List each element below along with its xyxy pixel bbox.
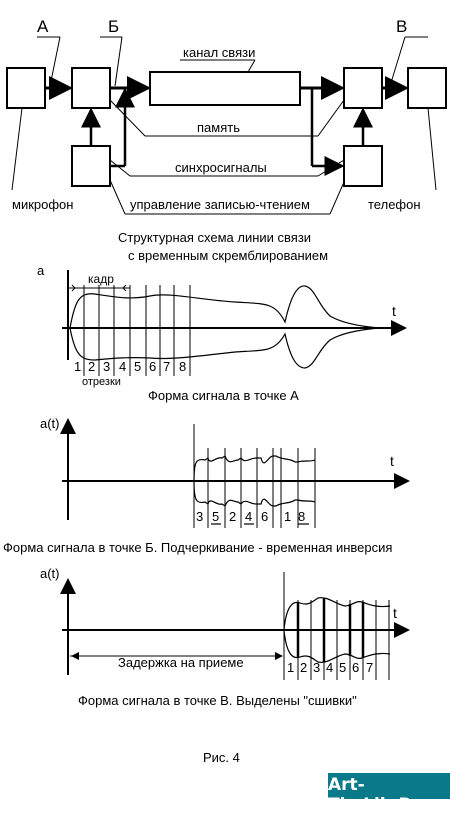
graph-v-stitches xyxy=(296,598,365,662)
telephone-block xyxy=(407,67,447,109)
graph-b-seg-1: 3 xyxy=(196,509,203,524)
graph-b-seg-5: 6 xyxy=(261,509,268,524)
graph-b-y-label: a(t) xyxy=(40,416,60,431)
graph-v-caption: Форма сигнала в точке В. Выделены "сшивк… xyxy=(78,693,357,708)
graph-b-x-label: t xyxy=(390,453,394,469)
graph-a-seg-8: 8 xyxy=(179,359,186,374)
graph-v-seg-1: 1 xyxy=(287,660,294,675)
graph-a-frame-label: кадр xyxy=(88,272,114,286)
graph-a-seg-4: 4 xyxy=(119,359,126,374)
graph-b-caption: Форма сигнала в точке Б. Подчеркивание -… xyxy=(3,540,392,555)
graph-a-y-label: a xyxy=(37,263,45,278)
graph-b-seg-3: 2 xyxy=(229,509,236,524)
microphone-block xyxy=(6,67,46,109)
graph-v-seg-6: 6 xyxy=(352,660,359,675)
channel-block xyxy=(149,71,301,106)
graph-a-segments-label: отрезки xyxy=(82,376,121,388)
diagram-caption-line1: Структурная схема линии связи xyxy=(118,230,311,245)
scrambler-block xyxy=(71,67,111,109)
graph-point-v: a(t) t Задержка на приеме 1 2 3 4 xyxy=(40,566,410,708)
graph-a-dividers xyxy=(83,285,191,376)
graph-v-seg-5: 5 xyxy=(339,660,346,675)
channel-label: канал связи xyxy=(183,45,255,60)
graph-b-dividers xyxy=(193,424,316,528)
graph-v-y-label: a(t) xyxy=(40,566,60,581)
sync-block-right xyxy=(343,145,383,187)
point-label-v: В xyxy=(396,17,407,36)
sync-block-left xyxy=(71,145,111,187)
graph-a-seg-7: 7 xyxy=(163,359,170,374)
point-label-b: Б xyxy=(108,17,119,36)
point-label-a: А xyxy=(37,17,49,36)
graph-a-seg-1: 1 xyxy=(74,359,81,374)
block-diagram: А Б В канал связи память синхросигналы у… xyxy=(6,17,447,263)
graph-a-caption: Форма сигнала в точке А xyxy=(148,388,299,403)
graph-b-seg-6: 1 xyxy=(284,509,291,524)
graph-a-seg-3: 3 xyxy=(103,359,110,374)
graph-point-a: a t кадр 1 2 3 4 5 6 7 8 отрезки xyxy=(37,263,407,403)
graph-v-seg-7: 7 xyxy=(366,660,373,675)
graph-b-seg-2: 5 xyxy=(212,509,219,524)
graph-b-seg-4: 4 xyxy=(245,509,252,524)
graph-a-seg-6: 6 xyxy=(149,359,156,374)
figure-label: Рис. 4 xyxy=(203,750,240,765)
control-label: управление записью-чтением xyxy=(130,197,310,212)
graph-b-seg-7: 8 xyxy=(298,509,305,524)
telephone-label: телефон xyxy=(368,197,421,212)
sync-label: синхросигналы xyxy=(175,160,267,175)
graph-a-seg-5: 5 xyxy=(134,359,141,374)
watermark-logo: Art-TheLib.Ru xyxy=(328,773,450,815)
microphone-label: микрофон xyxy=(12,197,73,212)
graph-v-delay-label: Задержка на приеме xyxy=(118,655,244,670)
diagram-caption-line2: с временным скремблированием xyxy=(128,248,328,263)
watermark-text: Art-TheLib.Ru xyxy=(328,775,424,815)
graph-v-seg-4: 4 xyxy=(326,660,333,675)
graph-v-seg-3: 3 xyxy=(313,660,320,675)
graph-a-x-label: t xyxy=(392,303,396,319)
graph-v-x-label: t xyxy=(393,605,397,621)
graph-a-seg-2: 2 xyxy=(88,359,95,374)
descrambler-block xyxy=(343,67,383,109)
graph-v-seg-2: 2 xyxy=(300,660,307,675)
memory-label: память xyxy=(197,120,240,135)
graph-point-b: a(t) t 3 5 2 4 6 1 8 7 Форма сигнала в т… xyxy=(3,416,410,555)
